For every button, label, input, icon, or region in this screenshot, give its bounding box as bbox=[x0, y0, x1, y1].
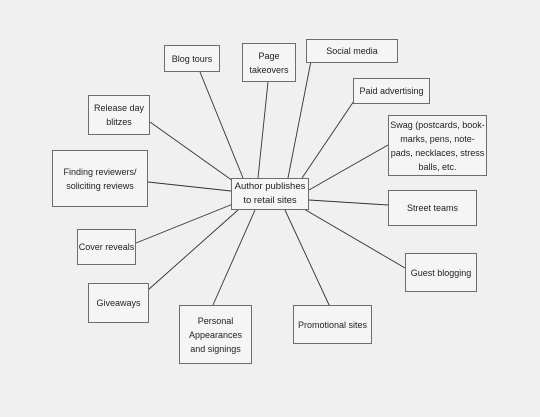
node-street-teams: Street teams bbox=[388, 190, 477, 226]
connector-street-teams bbox=[308, 199, 389, 206]
connector-cover-reveals bbox=[135, 203, 234, 244]
node-guest-blogging: Guest blogging bbox=[405, 253, 477, 292]
node-release-day-blitzes: Release day blitzes bbox=[88, 95, 150, 135]
node-paid-advertising: Paid advertising bbox=[353, 78, 430, 104]
connector-release-day-blitzes bbox=[149, 121, 234, 182]
node-personal-appearances: Personal Appearances and signings bbox=[179, 305, 252, 364]
connector-blog-tours bbox=[199, 71, 244, 179]
center-node: Author publishes to retail sites bbox=[231, 178, 309, 210]
connector-swag bbox=[308, 144, 389, 191]
connector-paid-advertising bbox=[301, 94, 359, 179]
connector-guest-blogging bbox=[303, 208, 406, 269]
node-giveaways: Giveaways bbox=[88, 283, 149, 323]
node-finding-reviewers: Finding reviewers/ soliciting reviews bbox=[52, 150, 148, 207]
connector-finding-reviewers bbox=[147, 181, 232, 192]
node-swag: Swag (postcards, book- marks, pens, note… bbox=[388, 115, 487, 176]
connector-page-takeovers bbox=[257, 81, 269, 179]
connector-promotional-sites bbox=[284, 209, 331, 308]
connector-giveaways bbox=[147, 209, 239, 291]
node-promotional-sites: Promotional sites bbox=[293, 305, 372, 344]
node-blog-tours: Blog tours bbox=[164, 45, 220, 72]
node-social-media: Social media bbox=[306, 39, 398, 63]
node-cover-reveals: Cover reveals bbox=[77, 229, 136, 265]
connector-personal-appearances bbox=[212, 209, 256, 306]
node-page-takeovers: Page takeovers bbox=[242, 43, 296, 82]
connector-social-media bbox=[287, 60, 312, 179]
